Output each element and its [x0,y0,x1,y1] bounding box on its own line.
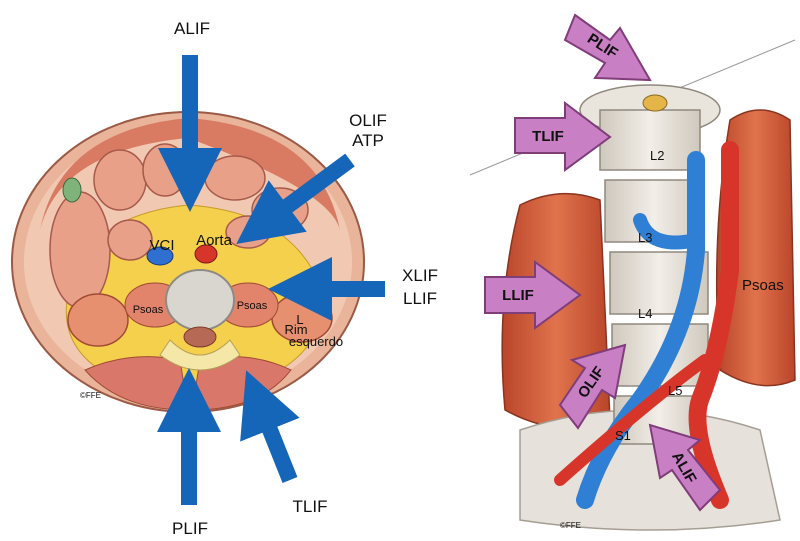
llif-3d-arrow [484,260,582,330]
s1-label: S1 [615,428,631,443]
kidney-letter-label: L [296,312,303,327]
l5-label: L5 [668,383,682,398]
olif-label-line1: OLIF [349,111,387,130]
tlif-3d-label: TLIF [532,128,564,145]
kidney-label-line2: esquerdo [289,334,343,349]
left-copyright: ©FFE [80,391,101,400]
dural-sac [642,94,668,112]
vci-label: VCI [149,237,174,254]
xlif-label-line2: LLIF [403,289,437,308]
psoas-3d-label: Psoas [742,277,784,294]
kidney-left-image [67,293,129,347]
right-iliac-artery [554,354,711,486]
left-iliac-vein [633,213,703,250]
tlif-label: TLIF [293,497,328,516]
vci-vessel [146,246,174,266]
vertebral-body [165,269,235,331]
olif-arrow [236,153,355,245]
axial-section-panel: ALIF OLIF ATP XLIF LLIF PLIF TLIF VCI Ao… [11,19,438,538]
l4-label: L4 [638,306,652,321]
spinal-canal [183,326,217,348]
pink-approach-arrows [484,13,722,512]
vena-cava-3d [576,151,705,509]
abdominal-wall-muscle [40,118,340,230]
plif-3d-arrow [563,13,652,82]
aorta-3d [688,141,739,509]
kidney-label-line1: Rim [284,322,307,337]
aorta-label: Aorta [196,232,233,249]
alif-label: ALIF [174,19,210,38]
gallbladder [62,177,82,203]
axial-approach-arrows [157,55,385,505]
plif-label: PLIF [172,519,208,538]
posterior-elements [159,339,241,371]
tlif-arrow [240,370,300,483]
tlif-3d-arrow [514,100,612,172]
right-copyright: ©FFE [560,521,581,530]
spine-3d-panel: PLIF TLIF LLIF OLIF ALIF L2 L3 L4 L5 S1 … [469,13,796,531]
psoas-left-label: Psoas [133,304,164,316]
psoas-right-label: Psoas [237,300,268,312]
llif-3d-label: LLIF [502,287,534,304]
xlif-label-line1: XLIF [402,266,438,285]
alif-3d-arrow [648,423,722,512]
olif-label-line2: ATP [352,131,384,150]
olif-3d-arrow [558,343,627,430]
aorta-vessel [194,244,218,264]
l2-label: L2 [650,148,664,163]
l3-label: L3 [638,230,652,245]
